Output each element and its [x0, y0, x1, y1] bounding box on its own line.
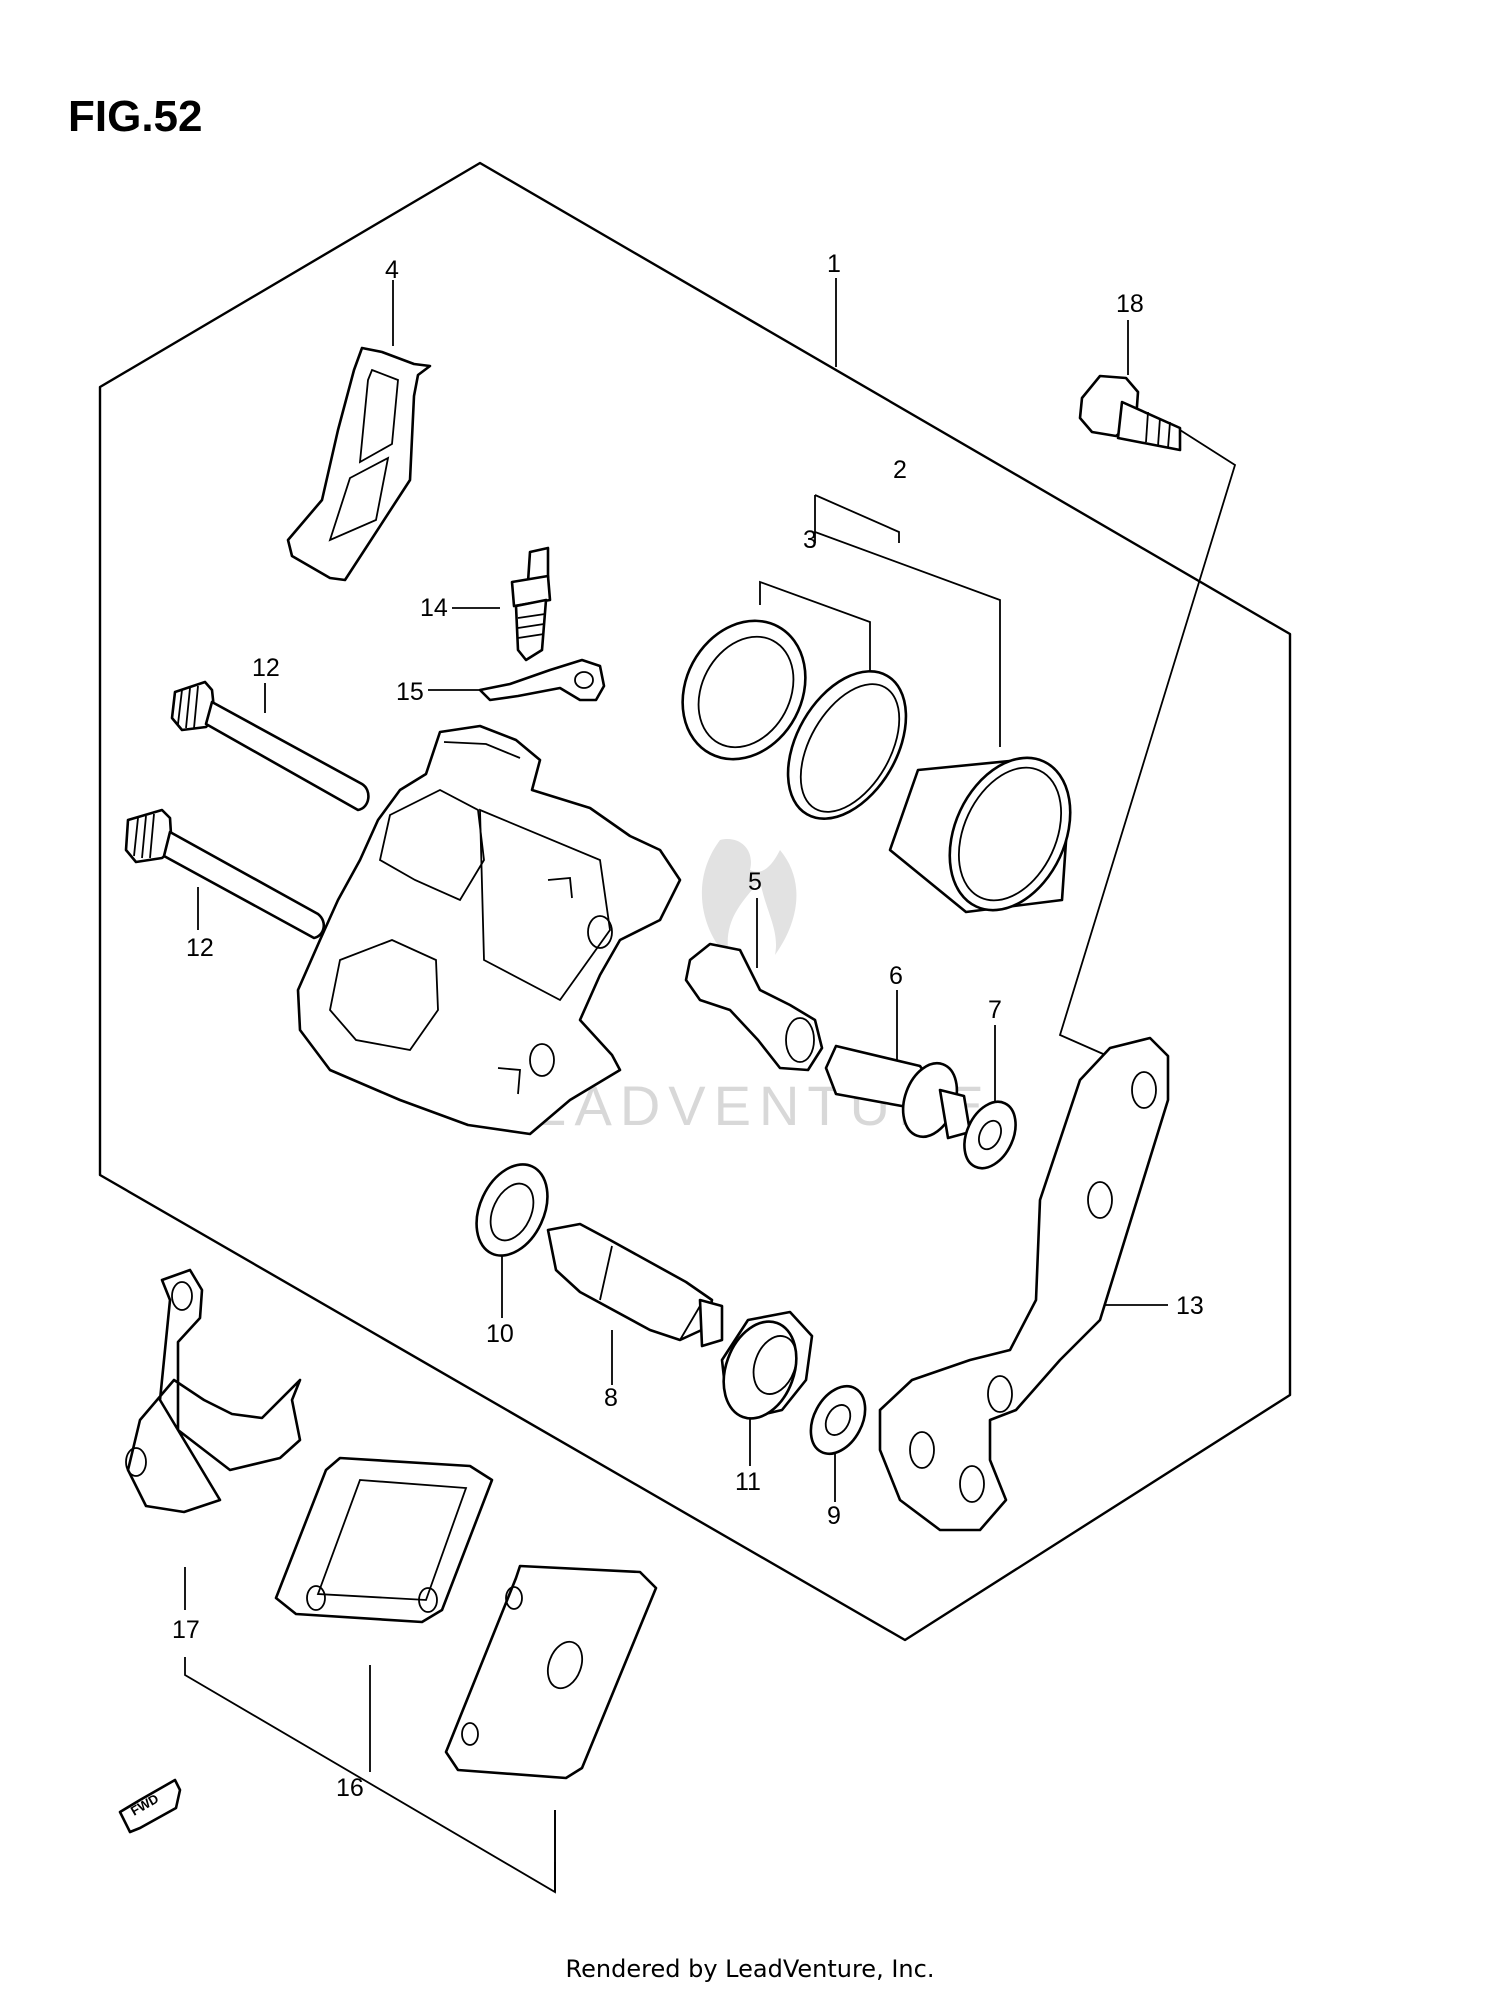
callout-14: 14 [420, 594, 448, 622]
bleeder-screw-part-14 [510, 546, 552, 662]
brake-pad-part-16-front [274, 1456, 494, 1624]
callout-6: 6 [889, 962, 903, 990]
callout-12-upper: 12 [252, 654, 280, 682]
watermark-flame-icon [701, 839, 797, 960]
piston-seal-part-3 [681, 619, 908, 820]
slide-pin-part-12-lower [124, 808, 326, 940]
sleeve-part-6 [824, 1044, 972, 1140]
figure-title: FIG.52 [68, 92, 203, 141]
callout-13: 13 [1176, 1292, 1204, 1320]
callout-16: 16 [336, 1774, 364, 1802]
mounting-bolt-part-18 [1078, 374, 1182, 452]
callout-3: 3 [803, 526, 817, 554]
piston-part-2 [888, 756, 1072, 914]
boot-part-5 [684, 942, 824, 1072]
washer-part-9 [809, 1384, 867, 1456]
slide-pin-part-12-upper [170, 680, 370, 812]
leader-lines [184, 278, 1237, 1894]
callout-18: 18 [1116, 290, 1144, 318]
boot-part-10 [475, 1163, 549, 1257]
caliper-body [296, 724, 682, 1136]
brake-pad-part-16-rear [444, 1564, 658, 1780]
callout-1: 1 [827, 250, 841, 278]
callout-7: 7 [988, 996, 1002, 1024]
washer-part-7 [963, 1100, 1017, 1170]
callout-4: 4 [385, 256, 399, 284]
callout-5: 5 [748, 868, 762, 896]
callout-9: 9 [827, 1502, 841, 1530]
callout-8: 8 [604, 1384, 618, 1412]
forward-direction-arrow: FWD [118, 1778, 182, 1834]
callout-12-lower: 12 [186, 934, 214, 962]
bleeder-cap-part-15 [478, 658, 606, 702]
assembly-outline [98, 161, 1292, 1642]
callout-15: 15 [396, 678, 424, 706]
callout-labels: 1 2 3 4 5 6 7 8 9 10 11 12 12 13 14 15 1… [172, 250, 1204, 1802]
callout-11: 11 [735, 1468, 761, 1496]
callout-10: 10 [486, 1320, 514, 1348]
pad-spring-part-4 [286, 346, 432, 582]
footer-credit: Rendered by LeadVenture, Inc. [565, 1955, 935, 1983]
callout-17: 17 [172, 1616, 200, 1644]
slide-pin-part-8 [546, 1222, 724, 1348]
boot-part-11 [720, 1310, 814, 1420]
caliper-bracket-part-13 [878, 1036, 1170, 1532]
callout-2: 2 [893, 456, 907, 484]
pad-shim-part-17 [125, 1268, 302, 1514]
